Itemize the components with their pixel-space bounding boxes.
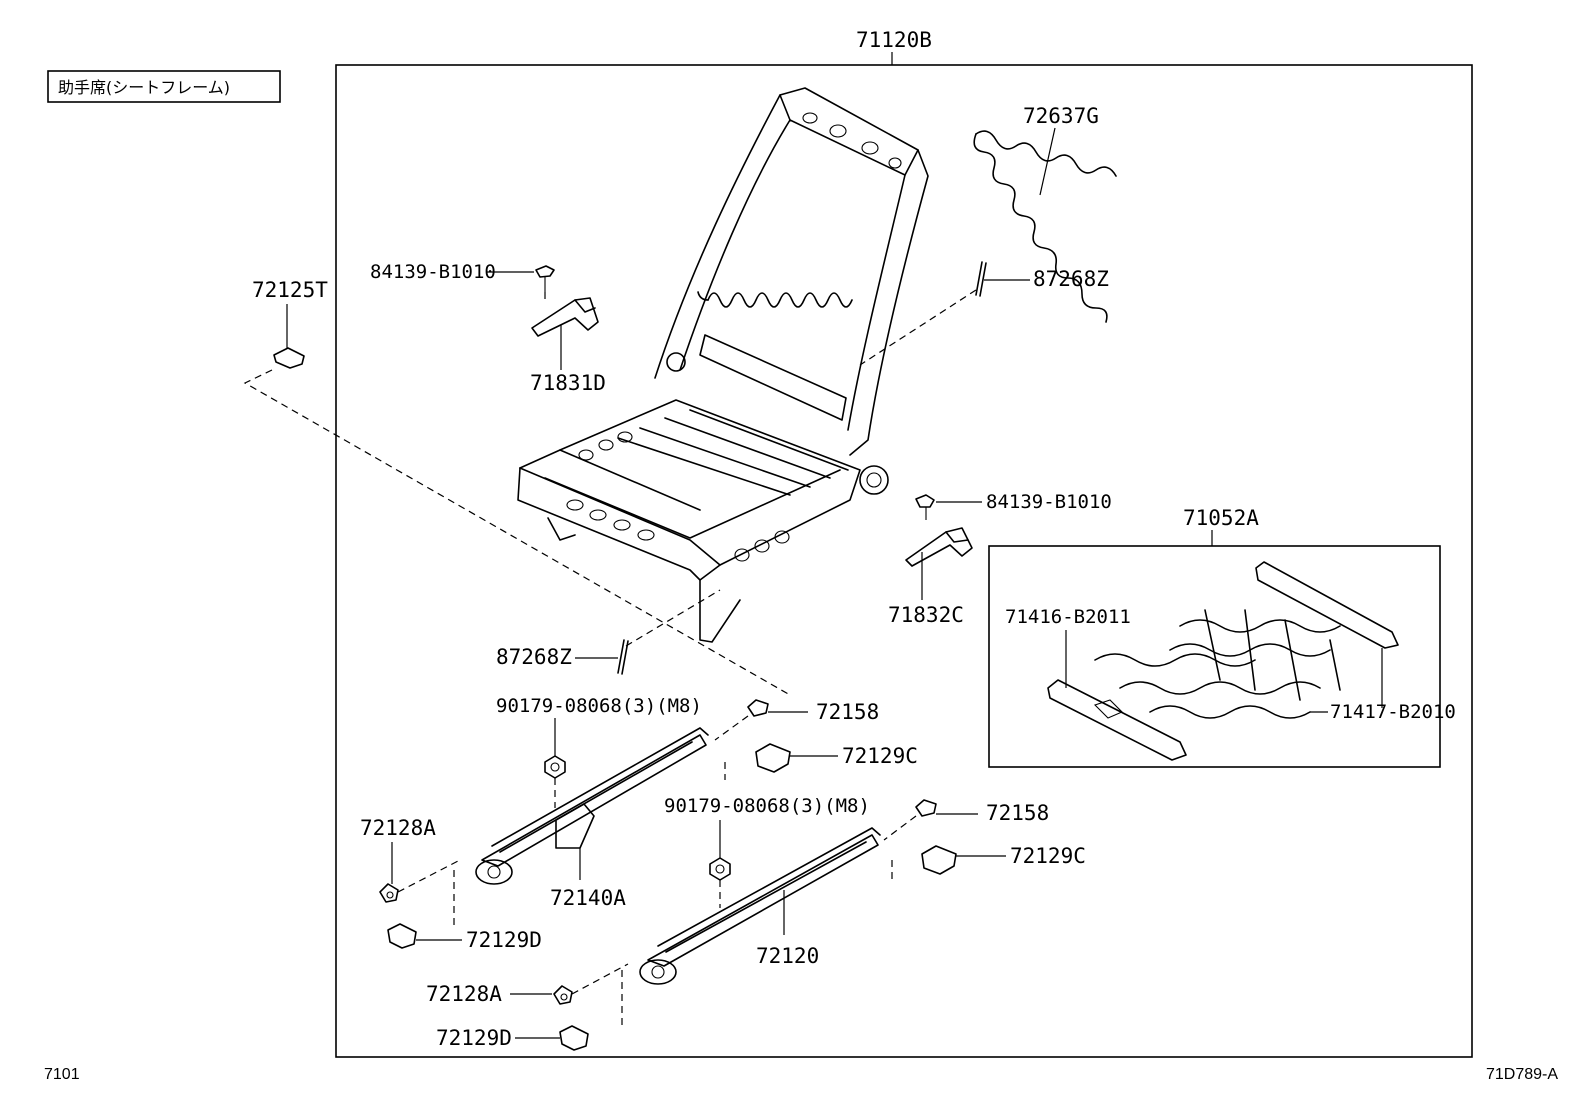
bracket-right-label: 71832C (888, 603, 964, 627)
cover-d-lower-part (559, 1025, 589, 1051)
cover-d-lower-label: 72129D (436, 1026, 512, 1050)
adjuster-right-part (639, 827, 881, 985)
clip-right-part (915, 494, 935, 520)
cover-upper-part (755, 743, 791, 773)
seat-frame-drawing (517, 87, 929, 643)
cushion-assembly-box (988, 545, 1441, 768)
cover-d-left-label: 72129D (466, 928, 542, 952)
assembly-frame-box (335, 64, 1473, 1058)
spring-clip-left-part (379, 883, 399, 903)
section-title-box: 助手席(シートフレーム) (47, 70, 281, 103)
clip-upper-part (535, 265, 555, 292)
adjuster-left-label: 72140A (550, 886, 626, 910)
bolt-left-label: 90179-08068(3)(M8) (496, 695, 702, 717)
spring-left-label: 71416-B2011 (1005, 606, 1131, 628)
back-spring-label: 72637G (1023, 104, 1099, 128)
spring-clip-lower-part (553, 985, 573, 1005)
cover-upper-label: 72129C (842, 744, 918, 768)
cover-lower-part (921, 845, 957, 875)
bolt-right-part (709, 857, 731, 881)
bracket-right-part (905, 527, 973, 567)
stopper-upper-label: 72158 (816, 700, 879, 724)
page-code: 7101 (44, 1066, 80, 1083)
cover-knob-label: 72125T (252, 278, 328, 302)
pin-lower-part (617, 639, 629, 675)
assembly-frame-label: 71120B (856, 28, 932, 52)
stopper-lower-label: 72158 (986, 801, 1049, 825)
section-title: 助手席(シートフレーム) (58, 78, 230, 97)
cover-d-left-part (387, 923, 417, 949)
pin-lower-label: 87268Z (496, 645, 572, 669)
spring-clip-left-label: 72128A (360, 816, 436, 840)
bolt-right-label: 90179-08068(3)(M8) (664, 795, 870, 817)
adjuster-right-label: 72120 (756, 944, 819, 968)
cushion-springs-part (1047, 561, 1399, 761)
bracket-left-label: 71831D (530, 371, 606, 395)
pin-upper-label: 87268Z (1033, 267, 1109, 291)
spring-right-label: 71417-B2010 (1330, 701, 1456, 723)
adjuster-left-part (475, 727, 709, 885)
cushion-assembly-label: 71052A (1183, 506, 1259, 530)
drawing-id: 71D789-A (1486, 1066, 1558, 1083)
spring-clip-lower-label: 72128A (426, 982, 502, 1006)
stopper-lower-part (915, 799, 937, 817)
stopper-upper-part (747, 699, 769, 717)
clip-right-label: 84139-B1010 (986, 491, 1112, 513)
pin-upper-part (975, 261, 987, 297)
bracket-left-part (531, 297, 599, 337)
clip-upper-label: 84139-B1010 (370, 261, 496, 283)
cover-lower-label: 72129C (1010, 844, 1086, 868)
bolt-left-part (544, 755, 566, 779)
cover-knob-part (273, 347, 305, 369)
back-spring-part (973, 130, 1117, 323)
